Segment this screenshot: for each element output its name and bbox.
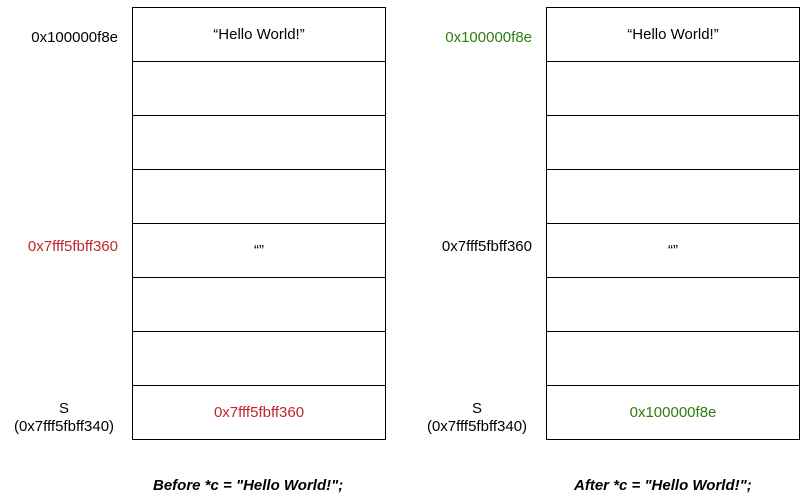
memory-cell-s-value: 0x7fff5fbff360 <box>133 386 385 440</box>
variable-name: S <box>471 400 482 417</box>
memory-cell-empty-string: “” <box>133 224 385 278</box>
memory-cell <box>547 332 799 386</box>
after-diagram: “Hello World!” “” 0x100000f8e 0x100000f8… <box>410 0 805 504</box>
address-label-empty-string: 0x7fff5fbff360 <box>27 238 118 255</box>
memory-stack: “Hello World!” “” 0x100000f8e <box>546 7 800 440</box>
address-label-s: S (0x7fff5fbff340) <box>417 400 537 436</box>
memory-cell <box>547 278 799 332</box>
memory-cell <box>547 116 799 170</box>
memory-cell <box>547 62 799 116</box>
memory-cell <box>133 170 385 224</box>
memory-cell <box>133 62 385 116</box>
memory-cell <box>547 170 799 224</box>
before-diagram: “Hello World!” “” 0x7fff5fbff360 0x10000… <box>0 0 400 504</box>
memory-cell <box>133 332 385 386</box>
memory-cell-string: “Hello World!” <box>547 8 799 62</box>
diagram-caption: Before *c = "Hello World!"; <box>153 477 344 494</box>
variable-address: (0x7fff5fbff340) <box>13 418 115 435</box>
memory-cell-string: “Hello World!” <box>133 8 385 62</box>
diagram-caption: After *c = "Hello World!"; <box>574 477 752 494</box>
address-label-empty-string: 0x7fff5fbff360 <box>441 238 532 255</box>
memory-cell-empty-string: “” <box>547 224 799 278</box>
address-label-s: S (0x7fff5fbff340) <box>4 400 124 436</box>
address-label-string: 0x100000f8e <box>445 29 532 46</box>
memory-stack: “Hello World!” “” 0x7fff5fbff360 <box>132 7 386 440</box>
variable-address: (0x7fff5fbff340) <box>426 418 528 435</box>
memory-cell-s-value: 0x100000f8e <box>547 386 799 440</box>
address-label-string: 0x100000f8e <box>31 29 118 46</box>
memory-cell <box>133 116 385 170</box>
memory-cell <box>133 278 385 332</box>
variable-name: S <box>58 400 69 417</box>
